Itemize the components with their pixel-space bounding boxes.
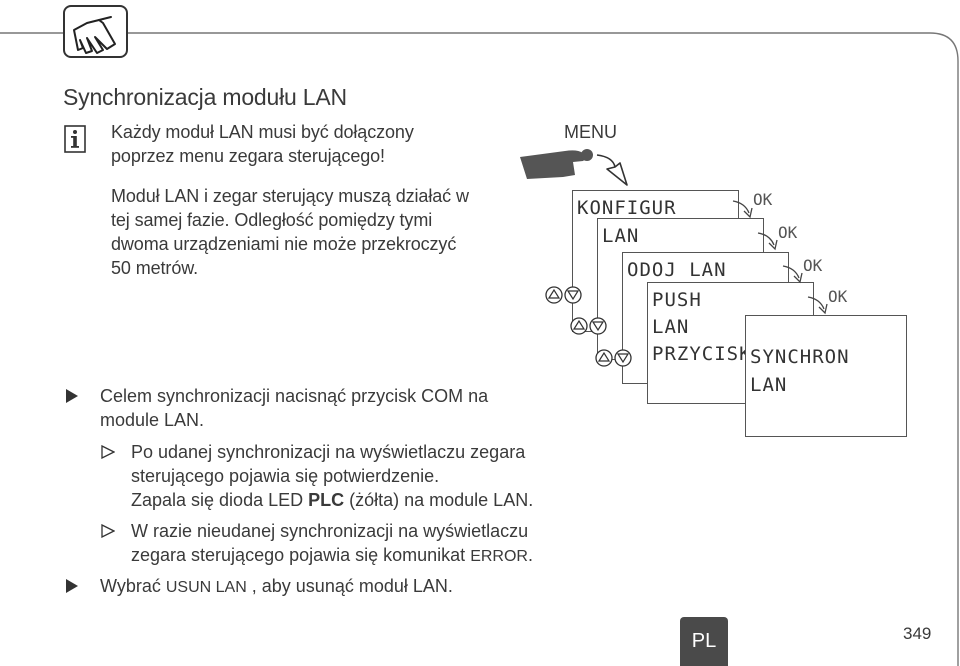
menu-label: MENU	[564, 122, 617, 142]
result-failure-text: W razie nieudanej synchronizacji na wyśw…	[131, 521, 529, 565]
step-remove-pre: Wybrać	[100, 576, 166, 596]
step-remove-module: Wybrać USUN LAN , aby usunąć moduł LAN.	[100, 574, 530, 600]
error-code: ERROR	[470, 548, 528, 565]
lcd-text-konfigur: KONFIGUR	[577, 197, 677, 219]
up-down-buttons-icon	[595, 349, 632, 367]
lcd-text-push-lan: LAN	[652, 316, 690, 338]
up-down-buttons-icon	[545, 286, 582, 304]
section-title: Synchronizacja modułu LAN	[63, 84, 347, 110]
ok-label: OK	[803, 256, 823, 275]
info-icon	[64, 125, 86, 153]
lcd-text-synchron-lan: LAN	[750, 374, 788, 396]
result-failure: W razie nieudanej synchronizacji na wyśw…	[131, 519, 561, 569]
result-success-text: Po udanej synchronizacji na wyświetlaczu…	[131, 442, 526, 486]
up-down-buttons-icon	[570, 317, 607, 335]
ok-label: OK	[753, 190, 773, 209]
step-bullet-icon	[66, 579, 78, 593]
ok-label: OK	[828, 287, 848, 306]
step-press-com: Celem synchronizacji nacisnąć przycisk C…	[100, 386, 489, 430]
step-bullet-icon	[66, 389, 78, 403]
page-number: 349	[903, 624, 932, 643]
language-tab: PL	[680, 617, 728, 666]
lcd-text-push: PUSH	[652, 289, 702, 311]
ok-label: OK	[778, 223, 798, 242]
ok-arrows-icon	[732, 200, 828, 315]
lcd-text-odoj-lan: ODOJ LAN	[627, 259, 727, 281]
menu-press-arrow-icon	[520, 149, 628, 186]
result-bullet-icon	[101, 445, 115, 459]
plc-label: PLC	[308, 490, 345, 510]
usun-lan-code: USUN LAN	[165, 579, 247, 596]
lcd-text-lan: LAN	[602, 225, 640, 247]
info-note-phase-distance: Moduł LAN i zegar sterujący muszą działa…	[111, 186, 469, 278]
result-bullet-icon	[101, 524, 115, 538]
lcd-text-przycisk: PRZYCISK	[652, 343, 752, 365]
lcd-screen-synchron: SYNCHRON LAN	[745, 315, 907, 437]
result-success: Po udanej synchronizacji na wyświetlaczu…	[131, 440, 561, 512]
step-remove-post: , aby usunąć moduł LAN.	[246, 576, 453, 596]
result-led-post: (żółta) na module LAN.	[344, 490, 534, 510]
result-led-pre: Zapala się dioda LED	[131, 490, 309, 510]
result-failure-post: .	[527, 545, 533, 565]
hand-press-icon	[63, 5, 128, 58]
lcd-text-synchron: SYNCHRON	[750, 346, 850, 368]
info-note-connection: Każdy moduł LAN musi być dołączony poprz…	[111, 122, 414, 166]
